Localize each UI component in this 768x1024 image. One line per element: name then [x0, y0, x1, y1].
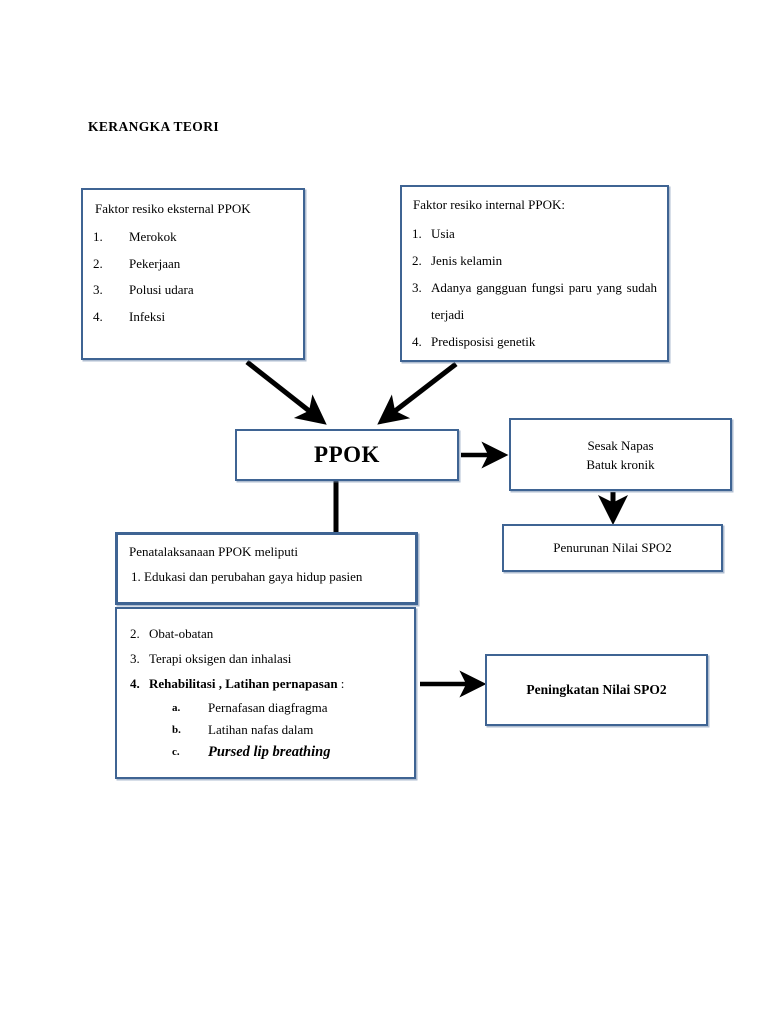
- box-symptoms: Sesak Napas Batuk kronik: [509, 418, 732, 491]
- list-item: 3. Terapi oksigen dan inhalasi: [130, 646, 344, 671]
- box-spo2-increase: Peningkatan Nilai SPO2: [485, 654, 708, 726]
- list-item-number: 2.: [130, 626, 140, 641]
- sub-list-item-label: Latihan nafas dalam: [208, 722, 314, 737]
- sub-list-item-number: b.: [172, 724, 181, 736]
- external-risk-heading: Faktor resiko eksternal PPOK: [95, 201, 251, 216]
- sub-list-item: b. Latihan nafas dalam: [172, 719, 367, 741]
- sub-list-item-label: Pursed lip breathing: [208, 744, 331, 760]
- list-item-label: Usia: [431, 226, 455, 241]
- box-spo2-decrease: Penurunan Nilai SPO2: [502, 524, 723, 572]
- spo2-decrease-label: Penurunan Nilai SPO2: [553, 540, 672, 555]
- sub-list-item-number: c.: [172, 746, 180, 758]
- list-item-label: Obat-obatan: [149, 626, 214, 641]
- list-item-number: 3.: [93, 282, 103, 297]
- list-item-number: 4.: [412, 334, 422, 349]
- list-item: 2. Obat-obatan: [130, 621, 344, 646]
- treatment-heading: Penatalaksanaan PPOK meliputi: [129, 544, 298, 559]
- list-item-label: Jenis kelamin: [431, 253, 503, 268]
- symptom-line-2: Batuk kronik: [586, 456, 655, 472]
- box-ppok: PPOK: [235, 429, 459, 481]
- rehabilitation-sublist: a. Pernafasan diagfragma b. Latihan nafas …: [172, 697, 367, 763]
- page-title: KERANGKA TEORI: [88, 119, 220, 134]
- list-item-label: Merokok: [129, 229, 177, 244]
- list-item: 4. Infeksi: [93, 304, 194, 331]
- spo2-increase-label: Peningkatan Nilai SPO2: [526, 682, 667, 697]
- list-item: 3. Polusi udara: [93, 277, 194, 304]
- sub-list-item-number: a.: [172, 702, 181, 714]
- list-item-label: Terapi oksigen dan inhalasi: [149, 651, 292, 666]
- list-item: 1. Usia: [412, 220, 657, 247]
- box-external-risk-factors: Faktor resiko eksternal PPOK 1. Merokok 2…: [81, 188, 305, 360]
- sub-list-item: c. Pursed lip breathing: [172, 741, 367, 763]
- list-item: 2. Pekerjaan: [93, 251, 194, 278]
- list-item-number: 2.: [412, 253, 422, 268]
- treatment-item-1: 1. Edukasi dan perubahan gaya hidup pasi…: [131, 569, 363, 584]
- list-item-label: Infeksi: [129, 308, 166, 324]
- internal-risk-heading: Faktor resiko internal PPOK:: [413, 197, 566, 212]
- list-item-number: 1.: [412, 226, 422, 241]
- list-item-number: 4.: [130, 676, 140, 691]
- list-item-label: Rehabilitasi , Latihan pernapasan: [149, 676, 338, 691]
- internal-risk-list: 1. Usia 2. Jenis kelamin 3. Adanya gangguan…: [412, 220, 657, 355]
- connector-external-risk-to-ppok: [245, 360, 327, 425]
- list-item: 1. Merokok: [93, 224, 194, 251]
- ppok-label: PPOK: [314, 442, 380, 467]
- box-treatment-details: 2. Obat-obatan 3. Terapi oksigen dan inhal…: [115, 607, 416, 779]
- list-item-label: Pekerjaan: [129, 255, 181, 271]
- sub-list-item-label: Pernafasan diagfragma: [208, 700, 328, 715]
- connector-internal-risk-to-ppok: [377, 362, 458, 425]
- list-item-label: Predisposisi genetik: [431, 334, 536, 349]
- list-item-number: 3.: [130, 651, 140, 666]
- box-treatment-overview: Penatalaksanaan PPOK meliputi 1. Edukasi…: [115, 532, 418, 605]
- list-item-number: 3.: [412, 280, 422, 295]
- list-item-label: Polusi udara: [129, 282, 194, 297]
- treatment-list: 2. Obat-obatan 3. Terapi oksigen dan inhal…: [130, 621, 344, 762]
- list-item-number: 4.: [93, 308, 103, 324]
- list-item-label: Adanya gangguan fungsi paru yang sudah t…: [431, 280, 657, 322]
- list-item: 2. Jenis kelamin: [412, 247, 657, 274]
- box-internal-risk-factors: Faktor resiko internal PPOK: 1. Usia 2. Je…: [400, 185, 669, 362]
- sub-list-item: a. Pernafasan diagfragma: [172, 697, 367, 719]
- list-item-suffix: :: [337, 676, 345, 691]
- list-item: 4. Predisposisi genetik: [412, 328, 657, 355]
- external-risk-list: 1. Merokok 2. Pekerjaan 3. Polusi udara 4. I…: [93, 224, 194, 330]
- list-item-number: 2.: [93, 255, 103, 271]
- symptom-line-1: Sesak Napas: [587, 437, 654, 453]
- list-item: 4. Rehabilitasi , Latihan pernapasan : a.…: [130, 671, 344, 762]
- list-item: 3. Adanya gangguan fungsi paru yang sudah…: [412, 274, 657, 328]
- list-item-number: 1.: [93, 229, 103, 244]
